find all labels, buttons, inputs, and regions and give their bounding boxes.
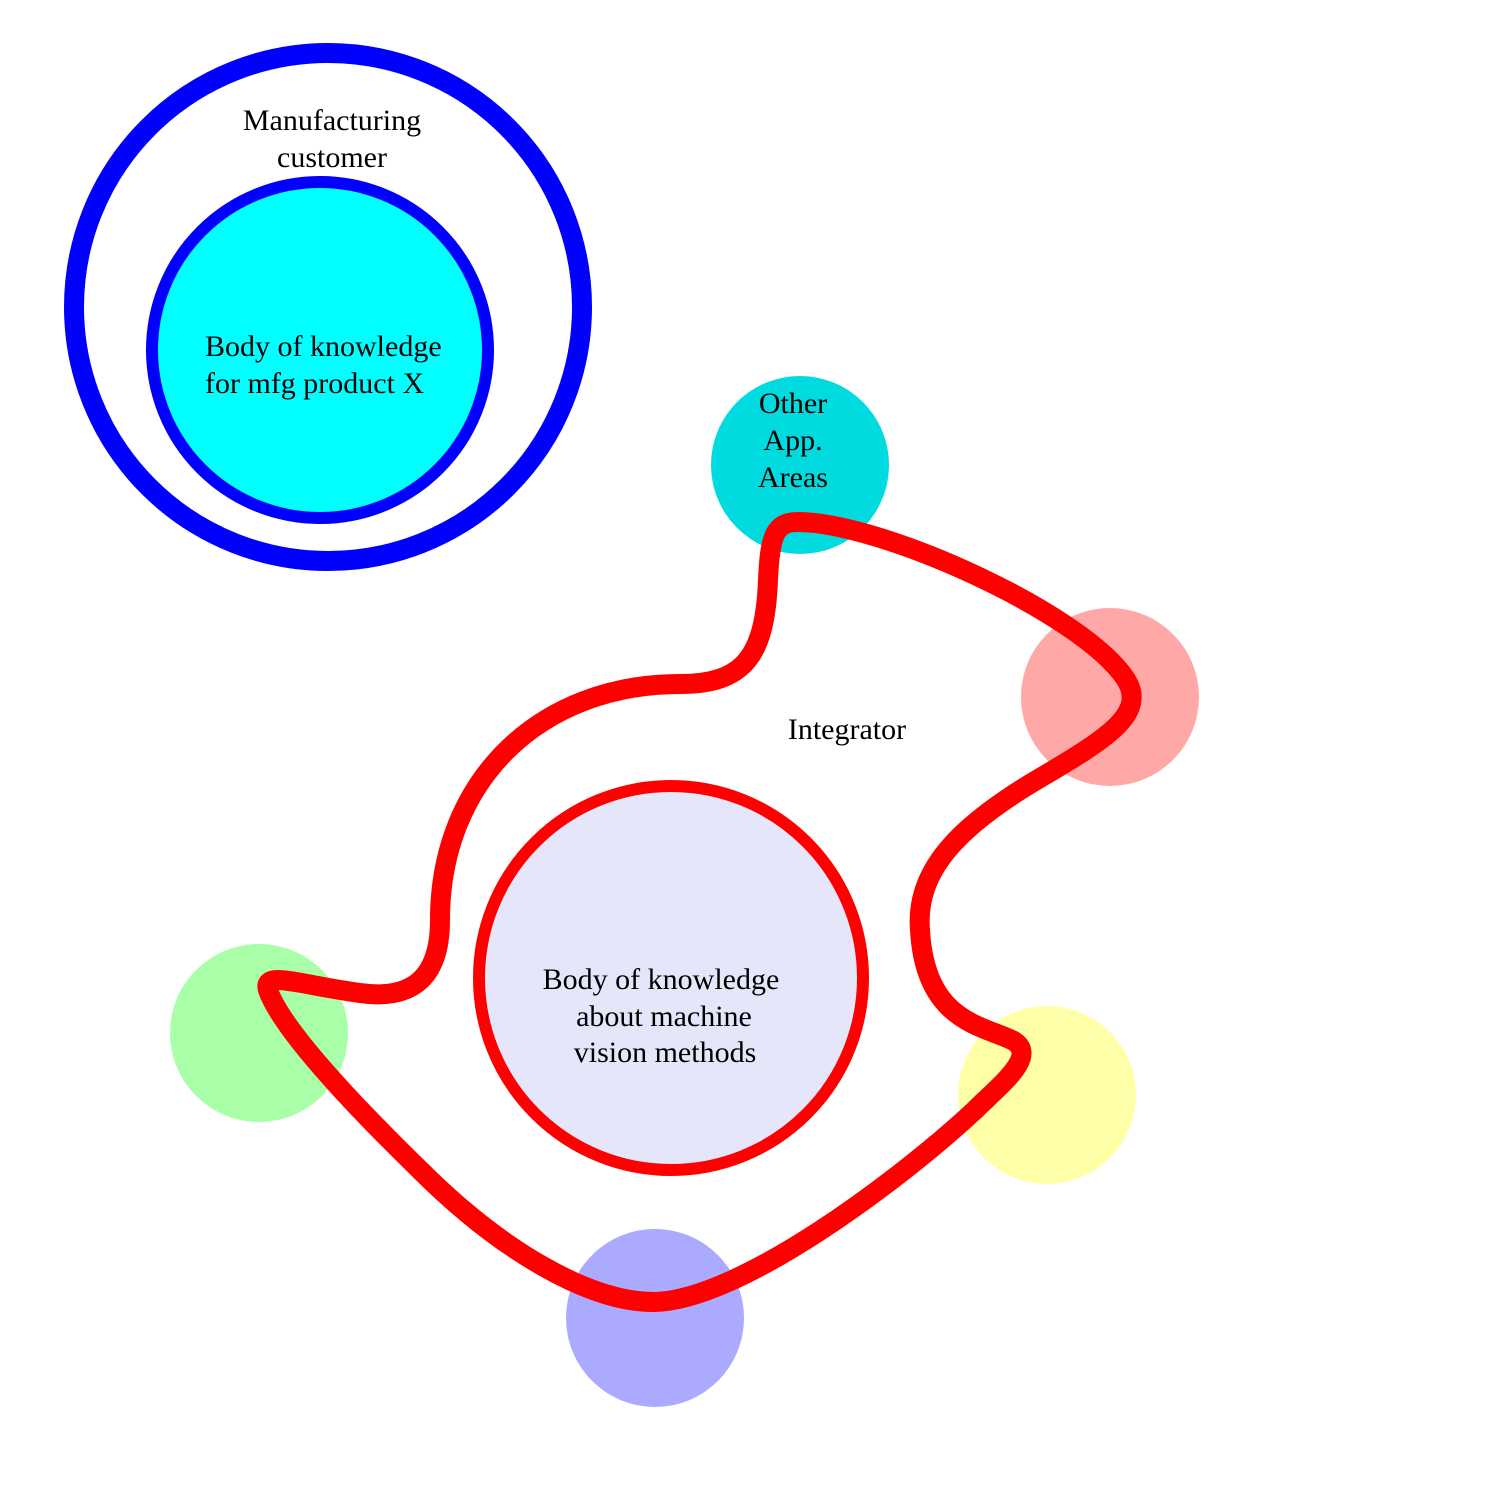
other-app-areas-line1: Other (759, 387, 827, 420)
integrator-knowledge-line1: Body of knowledge (543, 963, 780, 996)
purple-app-area-circle (566, 1229, 744, 1407)
other-app-areas-line2: App. (763, 424, 822, 457)
integrator-outline (257, 512, 1142, 1313)
integrator-knowledge-line3: vision methods (574, 1036, 757, 1069)
customer-title-line1: Manufacturing (243, 104, 421, 137)
customer-title-line2: customer (277, 141, 387, 174)
green-app-area-circle (170, 944, 348, 1122)
other-app-areas-circle (711, 376, 889, 554)
integrator-knowledge-line2: about machine (576, 1000, 752, 1033)
other-app-areas-line3: Areas (758, 461, 828, 494)
customer-knowledge-circle (146, 176, 494, 524)
integrator-knowledge-circle (473, 780, 869, 1176)
pink-app-area-circle (1021, 608, 1199, 786)
yellow-app-area-circle (958, 1006, 1136, 1184)
customer-knowledge-line1: Body of knowledge (205, 330, 442, 363)
integrator-title: Integrator (788, 713, 906, 746)
customer-knowledge-line2: for mfg product X (205, 367, 424, 400)
